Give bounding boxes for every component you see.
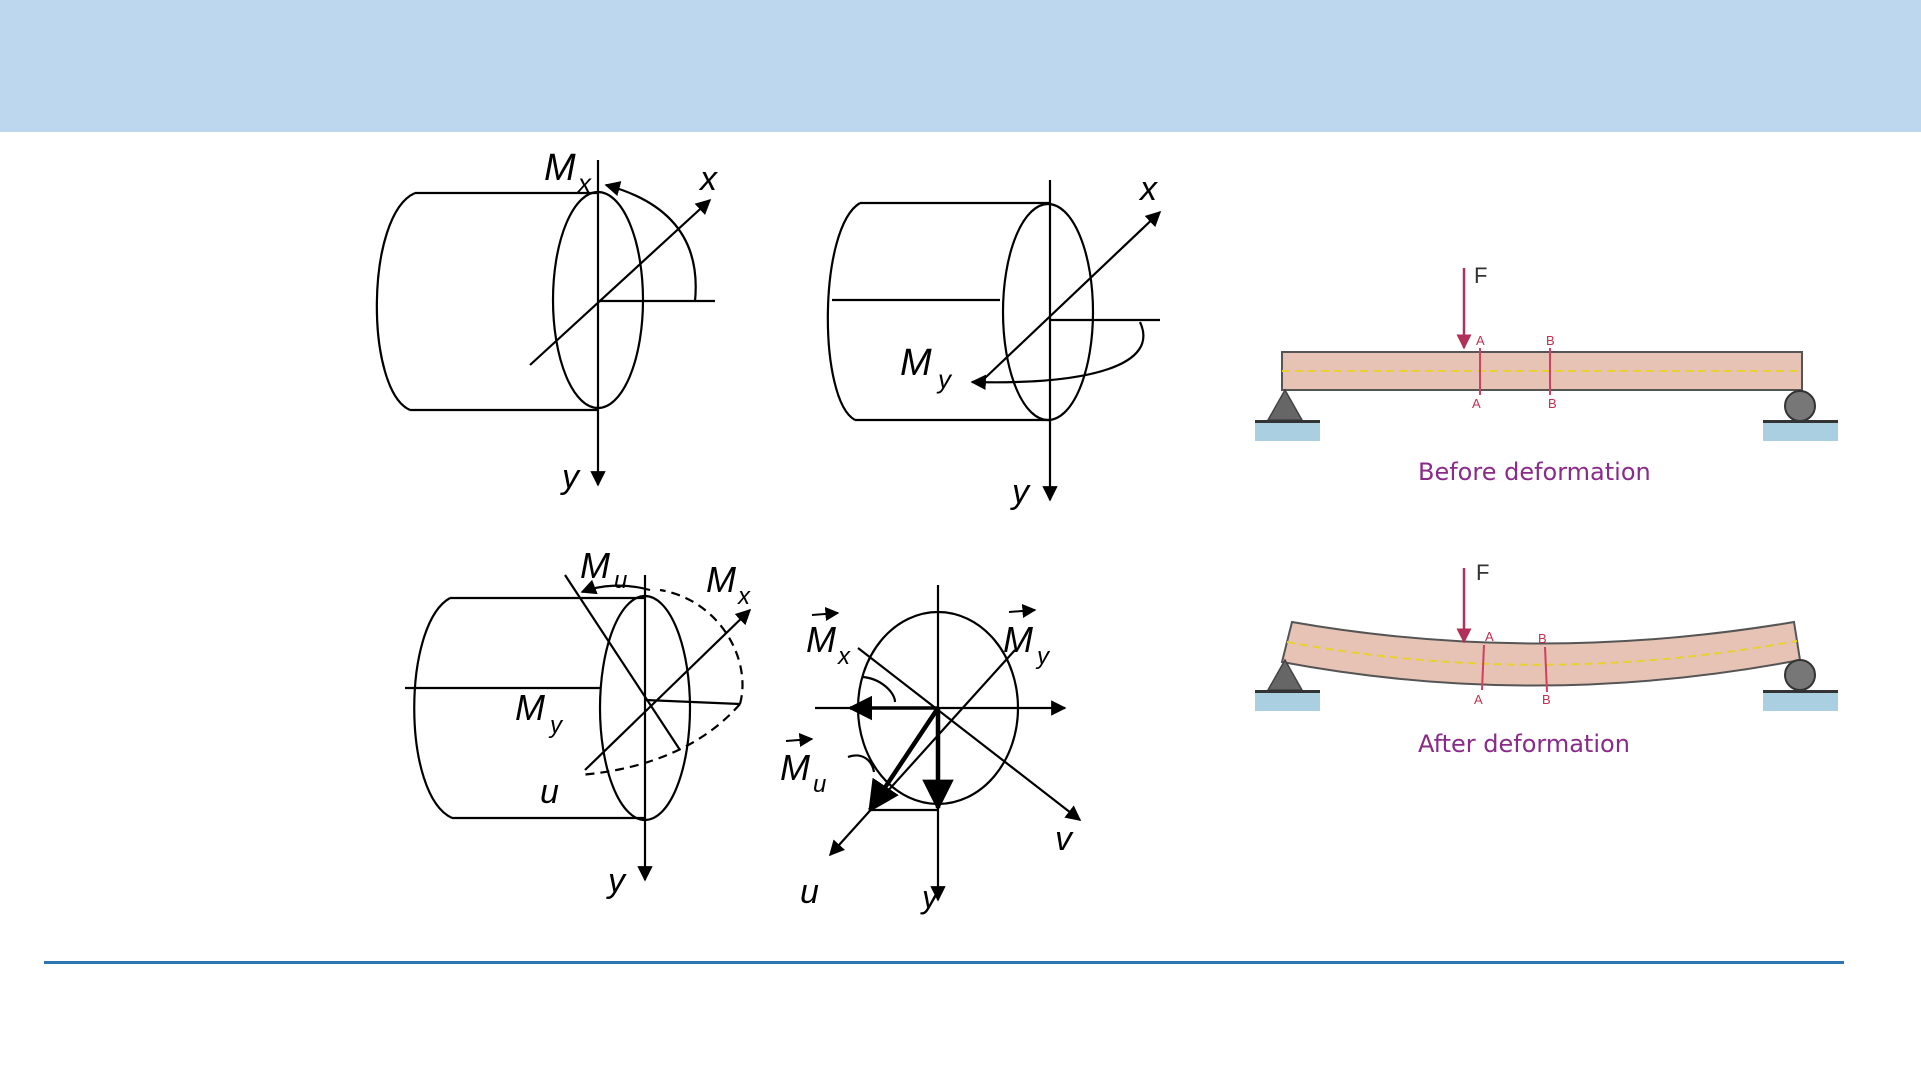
label-u-axis-3: u xyxy=(540,773,559,811)
footer-rule xyxy=(44,961,1844,964)
figure-my-cylinder xyxy=(828,180,1160,500)
force-label-after: F xyxy=(1476,560,1489,585)
label-mx: M xyxy=(544,147,576,189)
label-vec-mx-sub: x xyxy=(837,643,851,670)
label-vec-my: M xyxy=(1003,619,1033,660)
caption-after: After deformation xyxy=(1418,730,1630,758)
caption-before: Before deformation xyxy=(1418,458,1651,486)
label-my: M xyxy=(900,342,932,384)
label-vec-mx: M xyxy=(806,619,836,660)
figure-mu-cylinder xyxy=(405,575,750,880)
figure-mx-cylinder xyxy=(377,160,715,485)
label-my-3-sub: y xyxy=(548,712,564,739)
section-a-top-before: A xyxy=(1476,333,1485,348)
section-a-bottom-after: A xyxy=(1474,692,1483,707)
section-b-bottom-after: B xyxy=(1542,692,1551,707)
label-x-axis-2: x xyxy=(1138,170,1158,208)
label-my-sub: y xyxy=(936,364,953,394)
force-label-before: F xyxy=(1474,263,1487,288)
label-mx-3: M xyxy=(706,559,736,600)
label-vec-mu-sub: u xyxy=(813,771,826,798)
label-y-axis-1: y xyxy=(560,458,581,496)
label-mu: M xyxy=(580,545,610,586)
label-mu-sub: u xyxy=(614,567,627,594)
label-y-axis-3: y xyxy=(606,862,627,900)
label-mx-sub: x xyxy=(576,168,592,198)
section-b-top-before: B xyxy=(1546,333,1555,348)
section-b-bottom-before: B xyxy=(1548,396,1557,411)
label-vec-my-sub: y xyxy=(1035,643,1051,670)
label-v-axis-4: v xyxy=(1055,820,1074,858)
section-a-bottom-before: A xyxy=(1472,396,1481,411)
label-y-axis-2: y xyxy=(1010,473,1031,511)
beam-before xyxy=(1255,268,1838,441)
label-u-axis-4: u xyxy=(800,873,819,911)
figure-vector-section xyxy=(815,585,1080,900)
section-b-top-after: B xyxy=(1538,631,1547,646)
label-x-axis-1: x xyxy=(698,160,718,198)
label-y-axis-4: y xyxy=(920,879,940,915)
label-mx-3-sub: x xyxy=(737,583,751,610)
label-vec-mu: M xyxy=(780,747,810,788)
label-my-3: M xyxy=(515,687,545,728)
section-a-top-after: A xyxy=(1485,629,1494,644)
